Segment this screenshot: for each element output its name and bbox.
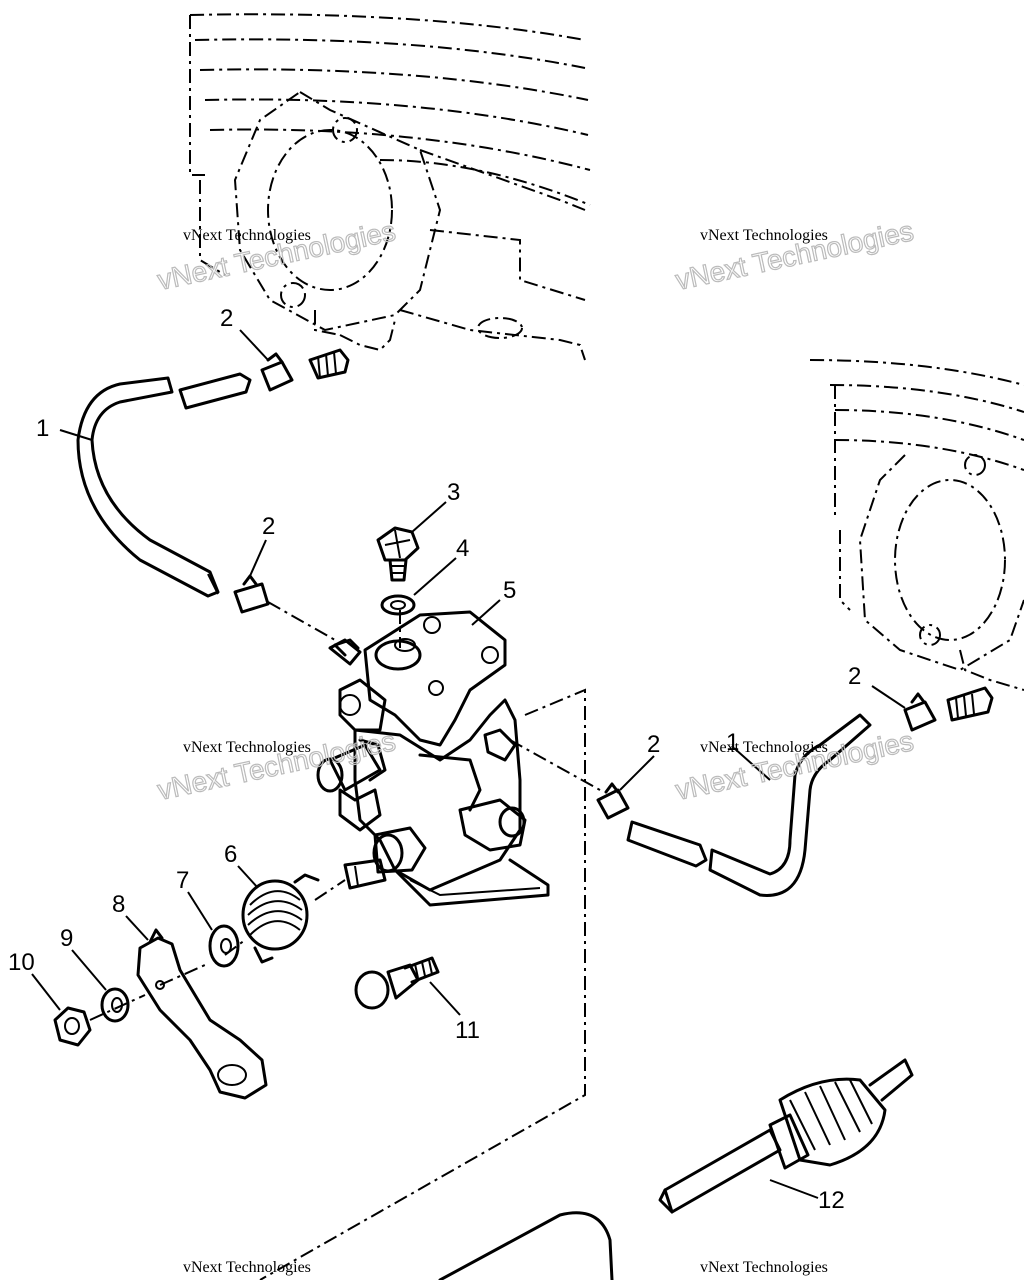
leader-2a <box>239 329 269 361</box>
leader-2c <box>871 685 906 709</box>
leader-10 <box>31 973 61 1011</box>
callout-2-upper: 2 <box>220 305 233 332</box>
callout-9: 9 <box>60 925 73 952</box>
callout-6: 6 <box>224 841 237 868</box>
hose-clamp-left <box>233 574 270 614</box>
callout-7: 7 <box>176 867 189 894</box>
lower-hose-nipple <box>946 686 994 722</box>
leader-2d <box>619 755 655 791</box>
sealing-washer <box>380 594 416 616</box>
hose-clamp-upper <box>260 352 294 392</box>
svg-text:vNext Technologies: vNext Technologies <box>183 739 311 756</box>
drive-gear-shaft <box>658 1058 914 1214</box>
mounting-screw <box>354 956 440 1010</box>
return-spring <box>241 873 320 964</box>
leader-2b <box>249 539 267 577</box>
svg-text:vNext Technologies: vNext Technologies <box>183 227 311 244</box>
callout-1-upper: 1 <box>36 415 49 442</box>
callout-3: 3 <box>447 479 460 506</box>
control-lever <box>136 928 268 1100</box>
leader-7 <box>187 891 213 931</box>
upper-cylinder <box>189 13 591 361</box>
connect-line-pump-drive <box>259 688 586 1280</box>
leader-8 <box>125 915 149 941</box>
banjo-bolt <box>376 526 420 582</box>
callout-12: 12 <box>818 1187 845 1214</box>
watermark-top-right: vNext Technologies vNext Technologies <box>672 215 917 297</box>
callout-4: 4 <box>456 535 469 562</box>
leader-12 <box>769 1179 819 1199</box>
callout-2-right-lower: 2 <box>647 731 660 758</box>
lower-cylinder <box>809 359 1024 691</box>
upper-hose-nipple <box>308 348 350 380</box>
svg-text:vNext Technologies: vNext Technologies <box>155 725 398 806</box>
callout-1-right: 1 <box>726 729 739 756</box>
callout-11: 11 <box>455 1017 480 1044</box>
svg-text:vNext Technologies: vNext Technologies <box>700 739 828 756</box>
callout-5: 5 <box>503 577 516 604</box>
callout-10: 10 <box>8 949 35 976</box>
hex-nut <box>53 1006 92 1047</box>
svg-text:vNext Technologies: vNext Technologies <box>183 1259 311 1276</box>
hose-clamp-right-lower <box>596 782 630 820</box>
leader-3 <box>411 501 447 533</box>
leader-4 <box>413 557 457 596</box>
leader-1b <box>733 747 771 781</box>
lever-washer <box>208 924 240 968</box>
leader-9 <box>71 949 107 991</box>
svg-text:vNext Technologies: vNext Technologies <box>700 227 828 244</box>
callout-2-right-upper: 2 <box>848 663 861 690</box>
shaft-sleeve <box>438 1211 614 1280</box>
watermark-top-left: vNext Technologies vNext Technologies <box>154 215 399 297</box>
svg-text:vNext Technologies: vNext Technologies <box>700 1259 828 1276</box>
connect-line-spring <box>314 879 346 901</box>
hose-clamp-right-upper <box>903 692 937 732</box>
oil-line-hose-right <box>626 713 872 897</box>
callout-8: 8 <box>112 891 125 918</box>
leader-1a <box>59 429 93 441</box>
watermark-bottom-right: vNext Technologies <box>700 1259 828 1276</box>
lock-washer <box>100 987 130 1023</box>
watermark-mid-left: vNext Technologies vNext Technologies <box>154 725 399 807</box>
connect-line-right <box>509 739 601 791</box>
oil-pump-assembly <box>316 610 550 907</box>
leader-6 <box>237 865 259 889</box>
watermark-bottom-left: vNext Technologies <box>183 1259 311 1276</box>
leader-11 <box>429 981 461 1016</box>
connect-line-left <box>267 601 336 641</box>
leader-5 <box>471 599 501 626</box>
oil-line-hose-left <box>76 372 252 598</box>
callout-2-left: 2 <box>262 513 275 540</box>
